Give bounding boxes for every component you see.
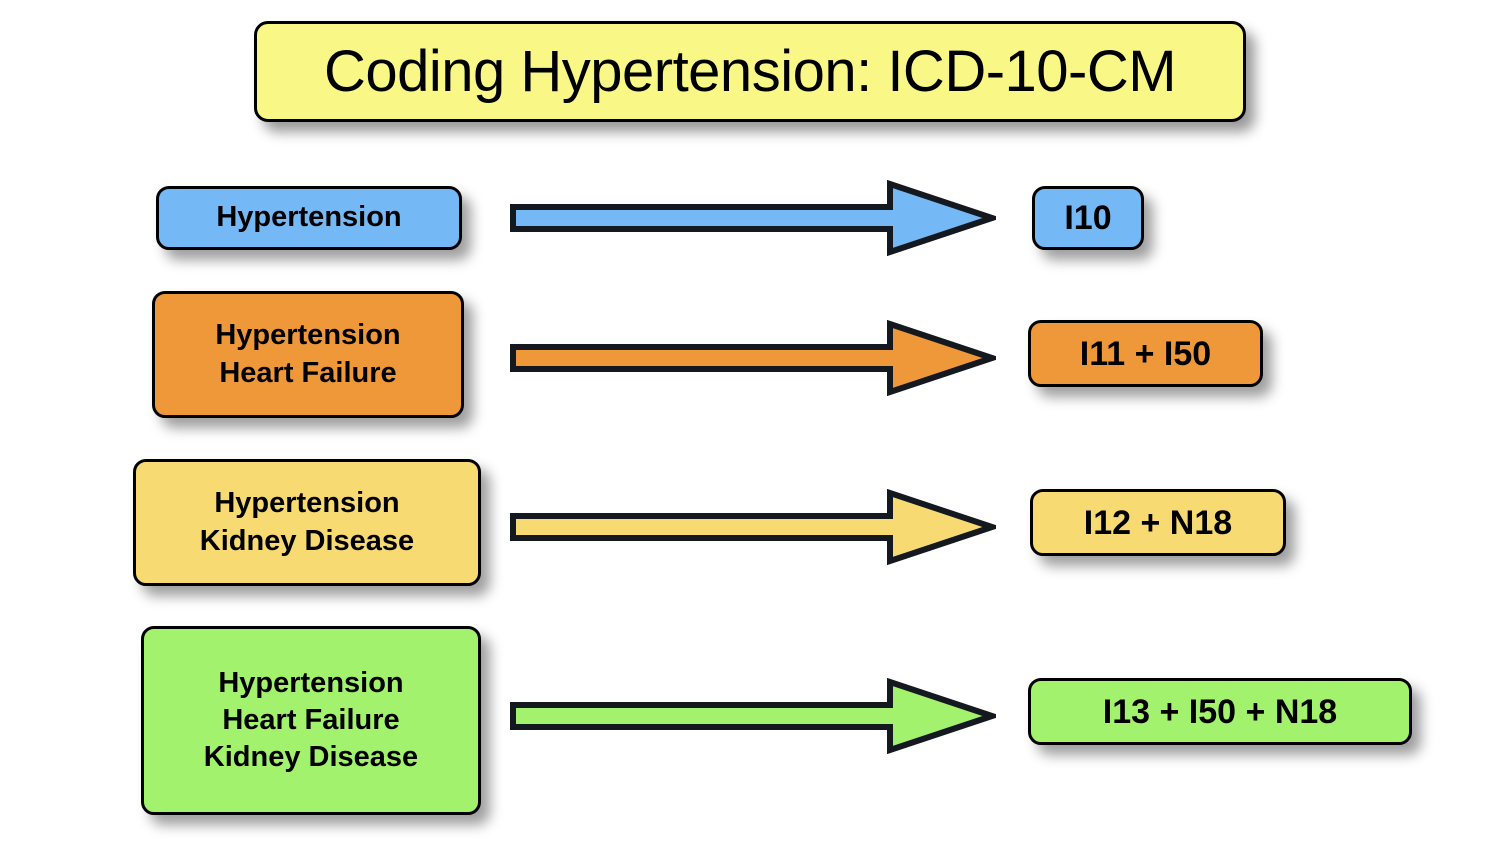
code-box-hypertension[interactable]: I10 — [1032, 186, 1144, 250]
condition-box-hypertension-kidney-disease[interactable]: Hypertension Kidney Disease — [133, 459, 481, 586]
arrow-hypertension — [510, 180, 996, 256]
condition-label: Kidney Disease — [203, 741, 419, 774]
arrow-hypertension-kidney-disease — [510, 489, 996, 565]
code-label: I10 — [1064, 199, 1112, 237]
condition-label: Heart Failure — [222, 703, 400, 736]
condition-label: Hypertension — [214, 487, 400, 520]
code-label: I13 + I50 + N18 — [1102, 692, 1338, 731]
arrow-hypertension-heart-failure — [510, 320, 996, 396]
code-box-hypertension-kidney-disease[interactable]: I12 + N18 — [1030, 489, 1286, 556]
condition-label: Hypertension — [215, 319, 401, 352]
condition-box-hypertension-heart-failure[interactable]: Hypertension Heart Failure — [152, 291, 464, 418]
arrow-hypertension-heart-failure-kidney-disease — [510, 678, 996, 754]
code-box-hypertension-heart-failure[interactable]: I11 + I50 — [1028, 320, 1263, 387]
code-label: I12 + N18 — [1083, 503, 1233, 542]
condition-label: Hypertension — [216, 201, 402, 234]
condition-label: Heart Failure — [219, 356, 397, 389]
code-label: I11 + I50 — [1079, 334, 1212, 373]
code-box-hypertension-heart-failure-kidney-disease[interactable]: I13 + I50 + N18 — [1028, 678, 1412, 745]
condition-label: Hypertension — [218, 666, 404, 699]
slide-title-box: Coding Hypertension: ICD-10-CM — [254, 21, 1246, 122]
condition-box-hypertension[interactable]: Hypertension — [156, 186, 462, 250]
condition-box-hypertension-heart-failure-kidney-disease[interactable]: Hypertension Heart Failure Kidney Diseas… — [141, 626, 481, 815]
condition-label: Kidney Disease — [199, 524, 415, 557]
page-title: Coding Hypertension: ICD-10-CM — [323, 38, 1177, 104]
